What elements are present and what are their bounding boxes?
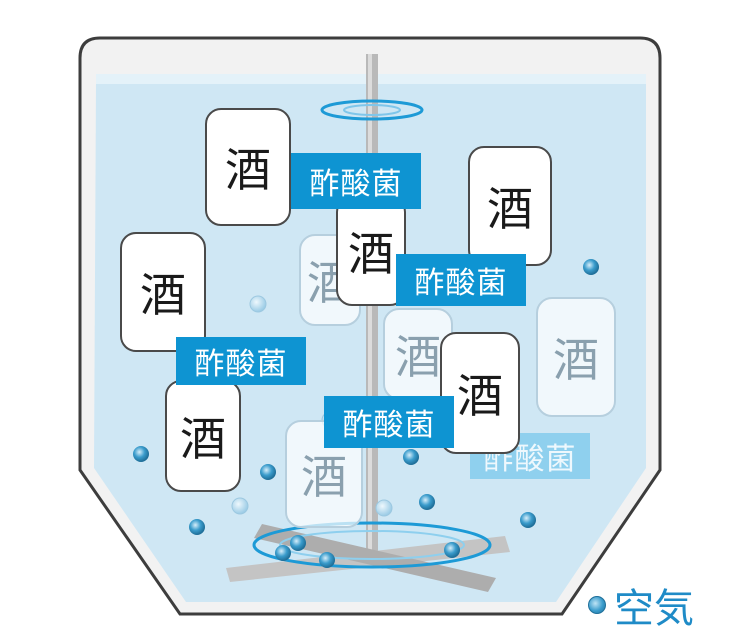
sake-card: 酒 [120,232,206,352]
legend: 空気 [588,576,694,634]
legend-label: 空気 [614,586,694,632]
air-bubble [189,519,205,535]
sake-card-faded: 酒 [536,297,616,417]
air-bubble [290,535,306,551]
air-bubble [444,542,460,558]
acetic-bacteria-label: 酢酸菌 [176,337,306,385]
swirl-bottom [252,521,492,569]
air-bubble [583,259,599,275]
air-bubble [403,449,419,465]
air-bubble [520,512,536,528]
air-bubble [133,446,149,462]
sake-card: 酒 [336,196,406,306]
air-bubble [260,464,276,480]
acetic-bacteria-label: 酢酸菌 [324,396,454,448]
acetic-bacteria-label: 酢酸菌 [396,254,526,306]
sake-card: 酒 [165,380,241,492]
acetic-bacteria-label: 酢酸菌 [291,153,421,209]
sake-card: 酒 [468,146,552,266]
air-bubbles [133,259,599,568]
air-bubble [275,545,291,561]
sake-card: 酒 [440,332,520,454]
air-bubble [319,552,335,568]
air-bubble-icon [588,596,606,614]
air-bubble [419,494,435,510]
sake-card: 酒 [205,108,291,226]
swirl-top [320,99,424,121]
